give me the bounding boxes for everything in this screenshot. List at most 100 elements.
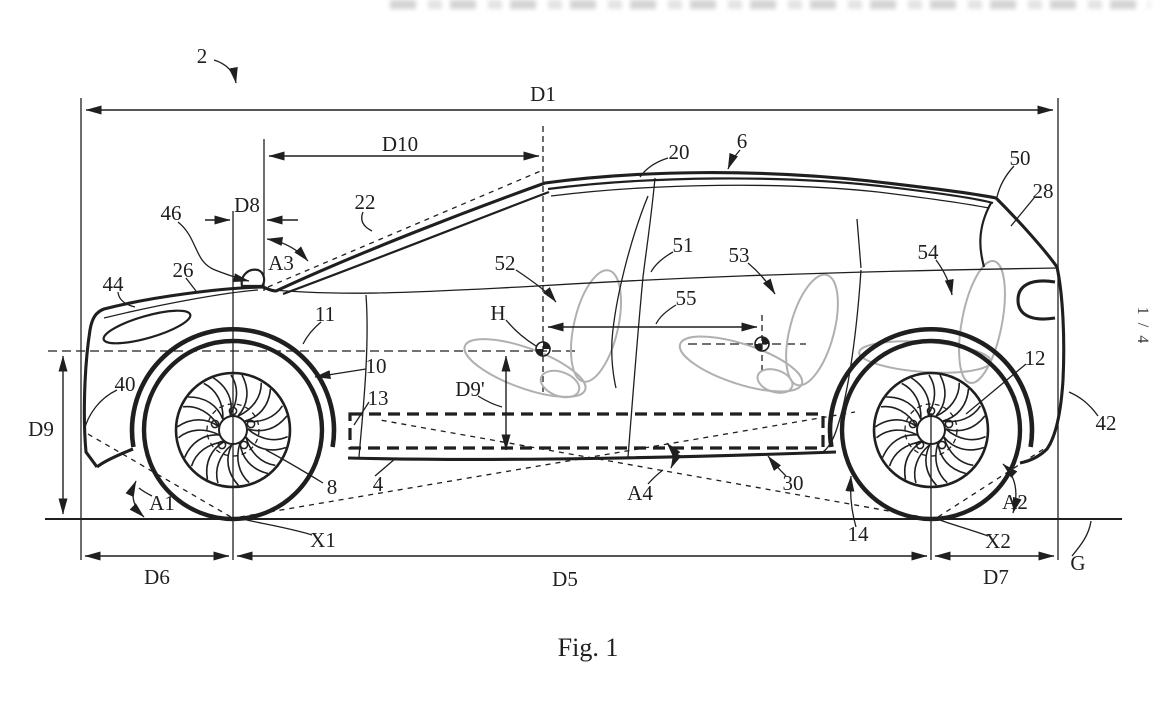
leader-d9prime (477, 395, 503, 408)
leader-a1 (138, 487, 153, 497)
label-12: 12 (1025, 346, 1046, 370)
label-13: 13 (368, 386, 389, 410)
label-50: 50 (1010, 146, 1031, 170)
label-d9p: D9' (455, 377, 484, 401)
label-26: 26 (173, 258, 194, 282)
label-28: 28 (1033, 179, 1054, 203)
label-a2: A2 (1002, 490, 1028, 514)
taillight (1016, 279, 1056, 321)
label-2: 2 (197, 44, 208, 68)
arc-a4 (666, 442, 682, 469)
leader-44 (117, 291, 136, 308)
third-row-back (958, 260, 1006, 384)
leader-11 (302, 321, 322, 345)
label-x1: X1 (310, 528, 336, 552)
leader-46 (177, 221, 250, 283)
front-lower-lip (95, 447, 134, 469)
extension-lines (48, 98, 1059, 560)
scan-artifact-strip (390, 0, 1150, 9)
beltline (263, 267, 1058, 294)
arc-a2 (1002, 463, 1022, 514)
label-d6: D6 (144, 565, 170, 589)
rear-seat-back (785, 273, 839, 387)
headlight (102, 309, 192, 345)
label-30: 30 (783, 471, 804, 495)
label-6: 6 (737, 129, 748, 153)
label-d10: D10 (382, 132, 418, 156)
leader-h (505, 319, 537, 347)
dimension-lines (58, 105, 1055, 561)
label-4: 4 (373, 472, 384, 496)
arc-a3 (266, 237, 309, 262)
leader-42 (1068, 391, 1099, 417)
reference-labels: 2 D1 D10 D8 46 22 26 44 A3 20 6 50 28 51… (28, 44, 1116, 591)
leader-28 (1010, 197, 1035, 227)
leader-10 (314, 368, 367, 380)
label-8: 8 (327, 475, 338, 499)
label-a3: A3 (268, 251, 294, 275)
b-pillar-line (627, 177, 656, 458)
leader-26 (185, 277, 197, 292)
windscreen-inner-line (282, 190, 550, 296)
front-door-seam (358, 294, 368, 458)
label-20: 20 (669, 140, 690, 164)
roof-inner-line-2 (550, 184, 990, 209)
label-42: 42 (1096, 411, 1117, 435)
rear-door-seam (820, 269, 862, 454)
label-44: 44 (103, 272, 125, 296)
leader-8 (265, 449, 324, 484)
label-14: 14 (848, 522, 870, 546)
label-22: 22 (355, 190, 376, 214)
page-indicator: 1 / 4 (1134, 307, 1151, 345)
label-10: 10 (366, 354, 387, 378)
c-pillar-line (856, 218, 862, 269)
label-d5: D5 (552, 567, 578, 591)
label-d8: D8 (234, 193, 260, 217)
leader-13 (353, 401, 370, 426)
leader-53 (747, 262, 776, 295)
leader-30 (767, 455, 787, 477)
leader-40 (83, 389, 118, 432)
label-51: 51 (673, 233, 694, 257)
battery-pack-outline (348, 412, 825, 450)
rear-seat-cushion (678, 335, 804, 393)
label-d9: D9 (28, 417, 54, 441)
leader-20 (639, 157, 669, 178)
label-x2: X2 (985, 529, 1011, 553)
seat-outlines (463, 260, 1006, 399)
mirror (240, 268, 266, 288)
front-seat-bolster (539, 369, 581, 399)
leader-50 (996, 165, 1015, 198)
leader-4 (374, 457, 397, 477)
leader-54 (935, 259, 954, 296)
label-g: G (1070, 551, 1085, 575)
leader-a4 (647, 469, 664, 485)
figure-caption: Fig. 1 (558, 633, 619, 662)
construction-lines (87, 169, 1054, 519)
label-d7: D7 (983, 565, 1009, 589)
label-52: 52 (495, 251, 516, 275)
a-pillar-line (611, 195, 649, 389)
leader-52 (515, 269, 557, 303)
leader-x1 (242, 518, 313, 536)
leader-6 (727, 149, 741, 170)
label-40: 40 (115, 372, 136, 396)
label-d1: D1 (530, 82, 556, 106)
leader-55 (655, 304, 677, 325)
label-11: 11 (315, 302, 335, 326)
leader-2 (213, 59, 238, 84)
hood-inner-line (103, 289, 259, 319)
leader-g (1071, 520, 1092, 557)
leader-lines (83, 59, 1099, 557)
rear-seat-bolster (756, 368, 794, 394)
roof-inner-line-1 (547, 177, 994, 205)
leader-12 (965, 363, 1027, 415)
rocker-line (347, 450, 837, 462)
label-a1: A1 (149, 491, 175, 515)
h-point-rear (754, 336, 770, 352)
leader-14 (845, 475, 857, 528)
rear-window-line (979, 202, 992, 268)
body-outline (82, 171, 1066, 468)
label-a4: A4 (627, 481, 653, 505)
